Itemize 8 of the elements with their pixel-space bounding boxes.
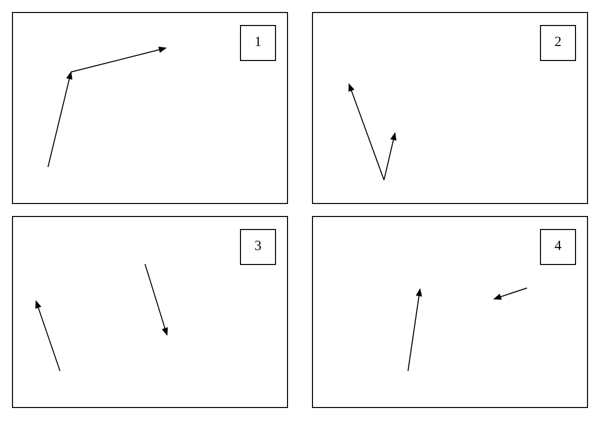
panel-frame: [12, 12, 288, 204]
panel-number: 4: [540, 229, 576, 265]
panel-number: 3: [240, 229, 276, 265]
panel-frame: [312, 12, 588, 204]
panel-number: 2: [540, 25, 576, 61]
panel-number: 1: [240, 25, 276, 61]
panel-frame: [12, 216, 288, 408]
panel-frame: [312, 216, 588, 408]
